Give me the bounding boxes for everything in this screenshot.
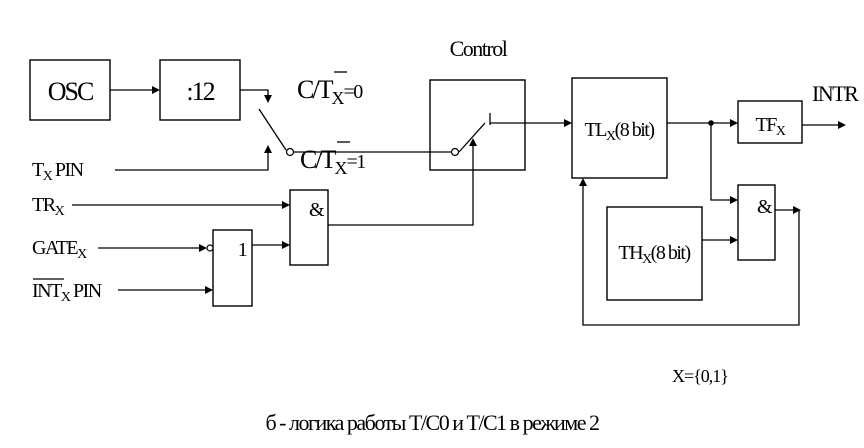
tf-flag-label: TFX (756, 114, 786, 139)
control-block (429, 79, 526, 171)
and-gate-reload (737, 184, 776, 261)
arrowhead (730, 119, 738, 127)
selector-switch-pivot (285, 147, 295, 157)
arrowhead (199, 244, 207, 252)
tx-pin-wire (115, 152, 269, 171)
reload-feedback-wire (582, 185, 800, 326)
arrowhead (152, 86, 160, 94)
arrowhead (838, 121, 846, 129)
arrowhead (579, 178, 587, 186)
arrowhead (793, 206, 801, 214)
or-gate-symbol: 1 (238, 239, 247, 261)
or-gate (212, 229, 253, 307)
th-register-label: THX(8 bit) (618, 242, 690, 267)
tl-register-block (571, 77, 668, 179)
arrowhead (264, 95, 272, 103)
divider-output-wire (240, 89, 269, 96)
tx-pin-label: TX PIN (32, 159, 84, 184)
osc-block (29, 59, 111, 121)
and-gate-reload-symbol: & (757, 196, 773, 218)
overflow-to-and-wire (710, 123, 731, 201)
arrowhead (469, 138, 477, 146)
ct-zero-label: C/TX=0 (297, 75, 363, 108)
arrowhead (282, 241, 290, 249)
ct-one-label: C/TX=1 (300, 145, 365, 178)
selector-switch-blade (258, 108, 287, 151)
divider-block (159, 59, 241, 121)
arrowhead (205, 286, 213, 294)
int-pin-label: INTX PIN (32, 280, 102, 305)
gate-inverter-bubble (206, 244, 214, 252)
figure-caption: б - логика работы T/C0 и T/C1 в режиме 2 (265, 410, 599, 435)
tr-label: TRX (32, 194, 65, 219)
arrowhead (730, 196, 738, 204)
th-register-block (606, 206, 703, 301)
x-set-label: X={0,1} (672, 366, 728, 386)
arrowhead (282, 201, 290, 209)
control-label: Control (450, 36, 508, 61)
and-gate-run (289, 189, 329, 266)
divider-label: :12 (186, 77, 214, 106)
control-switch-blade (458, 122, 486, 153)
and-gate-run-symbol: & (309, 199, 325, 221)
control-switch-pivot (450, 147, 460, 157)
arrowhead (264, 145, 272, 153)
run-control-wire (328, 145, 474, 226)
intr-label: INTR (812, 81, 859, 106)
osc-label: OSC (48, 77, 93, 106)
tl-register-label: TLX(8 bit) (585, 119, 655, 144)
arrowhead (564, 119, 572, 127)
tf-flag-block (737, 100, 803, 144)
gate-label: GATEX (32, 237, 87, 262)
arrowhead (730, 236, 738, 244)
